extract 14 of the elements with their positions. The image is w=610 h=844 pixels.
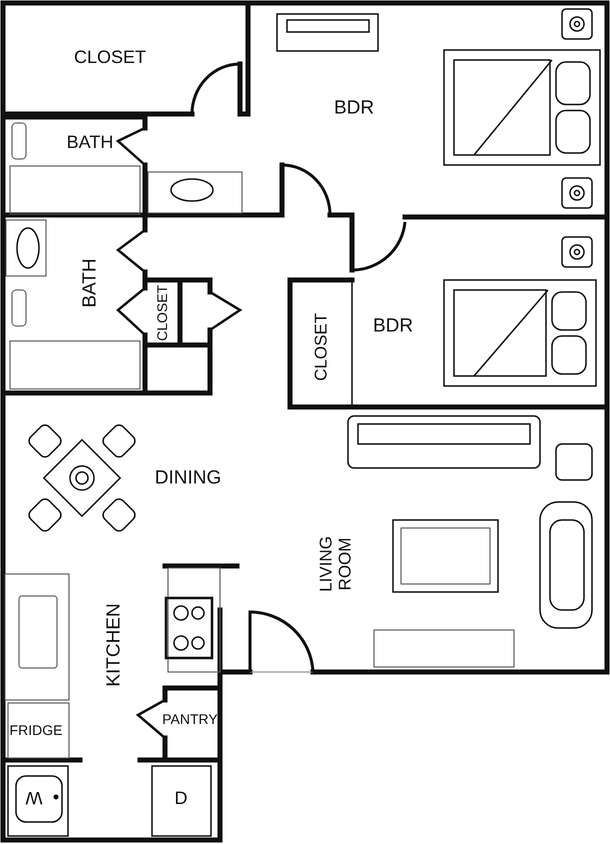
room-label: BDR: [334, 98, 374, 118]
room-label: CLOSET: [74, 48, 146, 66]
room-label: CLOSET: [312, 312, 330, 382]
room-label: LIVING ROOM: [317, 535, 355, 594]
room-label: BATH: [66, 133, 114, 151]
appliance-label: FRIDGE: [10, 723, 62, 737]
appliance-label: D: [174, 789, 188, 807]
room-label: PANTRY: [162, 712, 218, 726]
room-label: BATH: [80, 258, 100, 308]
room-label: KITCHEN: [104, 603, 124, 687]
room-label: CLOSET: [155, 285, 169, 341]
appliance-label: W: [26, 789, 42, 807]
room-label: BDR: [372, 316, 414, 336]
room-label: DINING: [154, 468, 222, 488]
